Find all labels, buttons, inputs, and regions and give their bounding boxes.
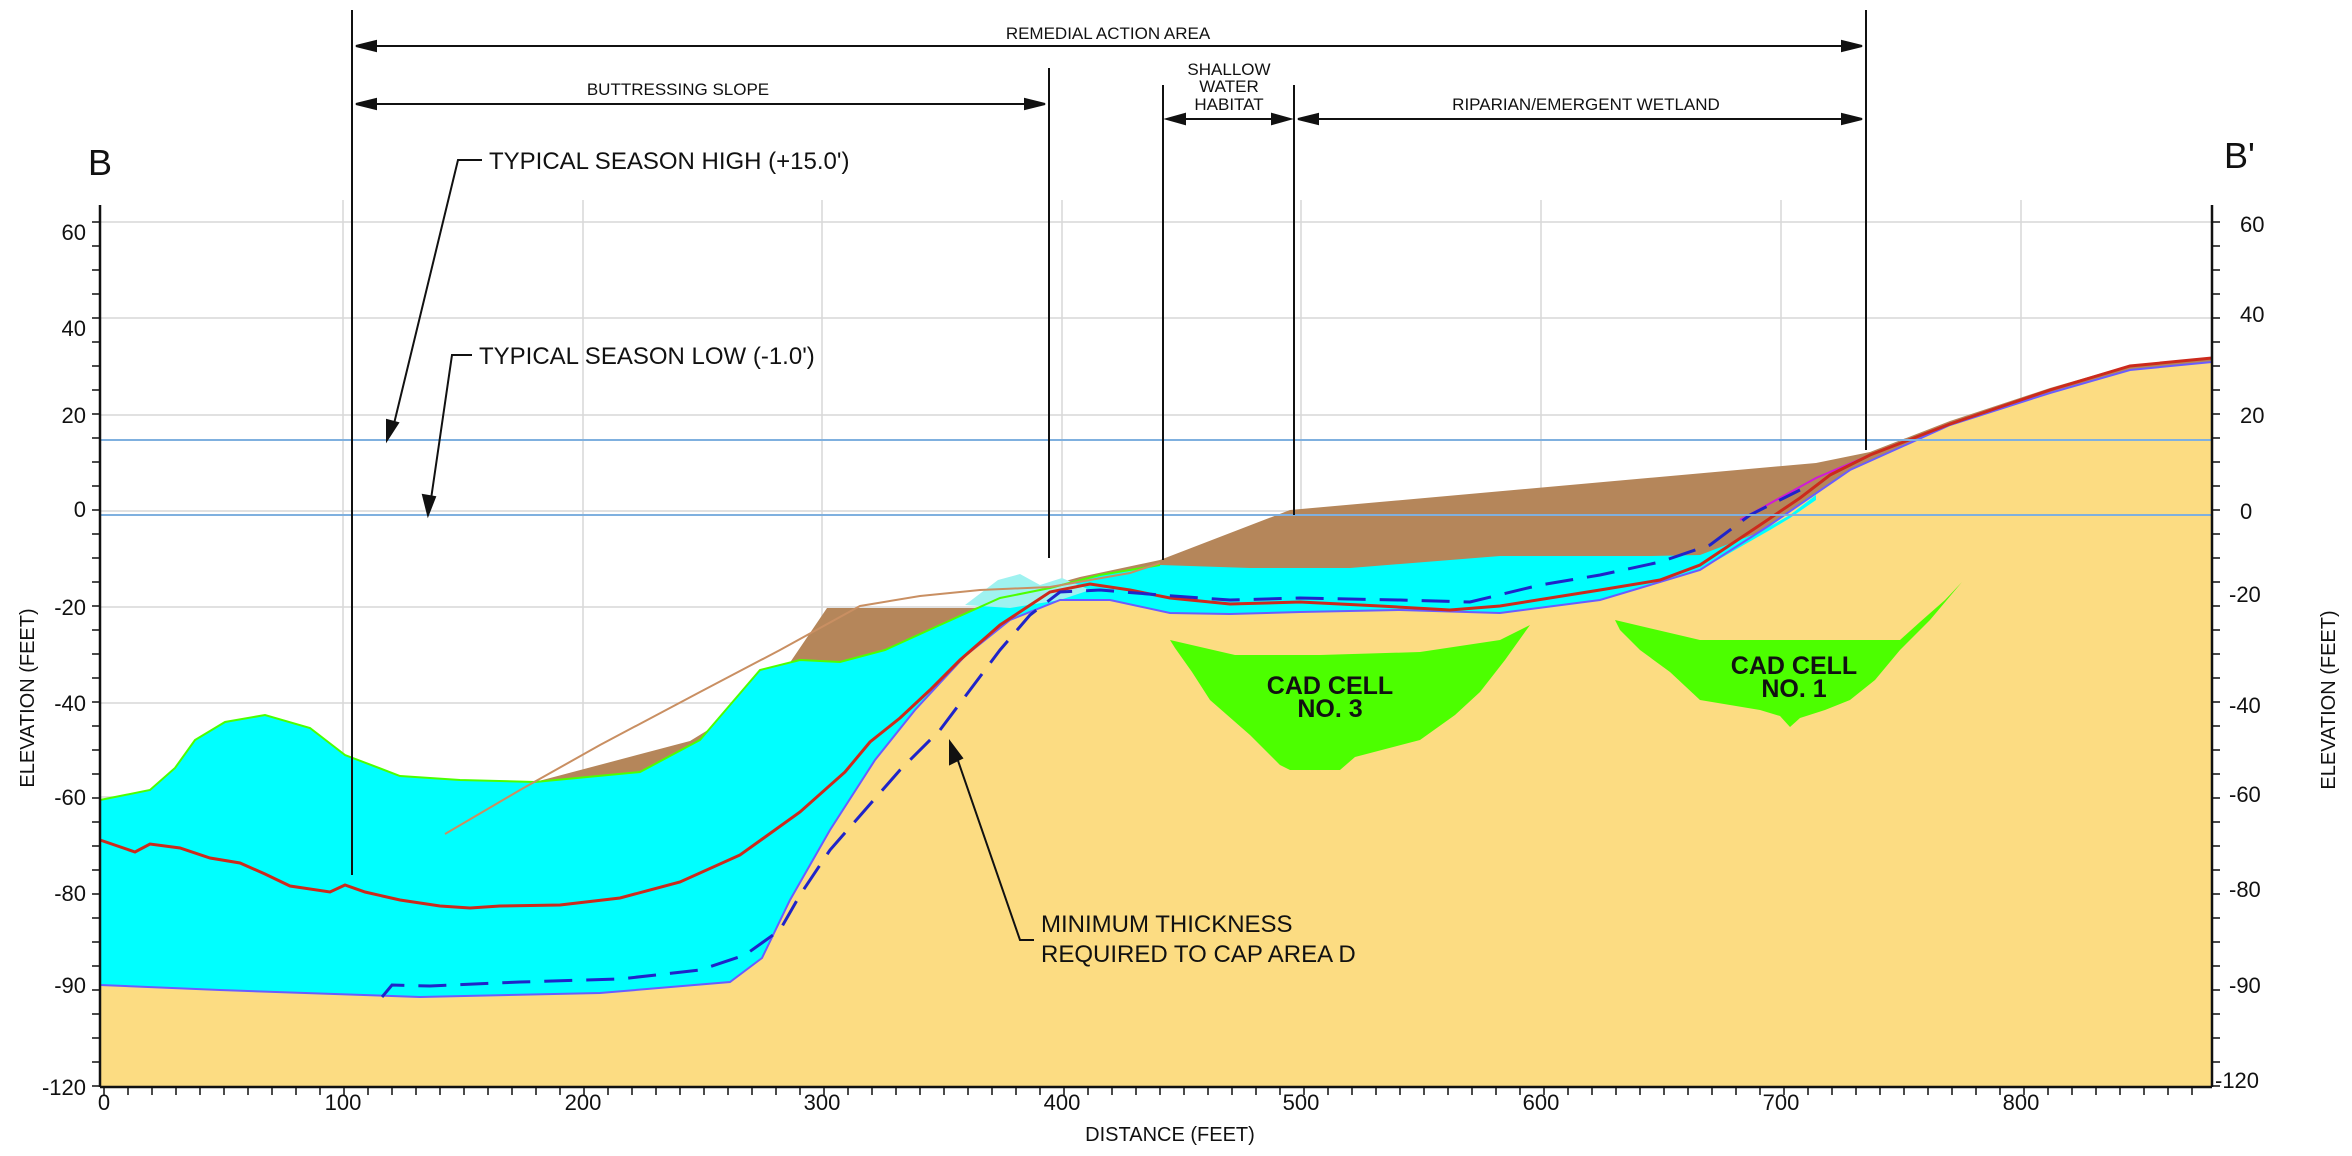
y-tick-right-60: 60 (2240, 212, 2264, 237)
y-tick-left-m80: -80 (54, 881, 86, 906)
shallow-arrow-left (1163, 112, 1186, 126)
axis-minor-ticks (92, 221, 2220, 1095)
mudline-outline (99, 564, 1161, 801)
y-tick-right-m80: -80 (2229, 877, 2261, 902)
shallow-habitat-label-2: WATER (1199, 77, 1259, 96)
y-axis-title-right: ELEVATION (FEET) (2318, 610, 2340, 789)
axis-frame (98, 205, 2214, 1089)
min-thickness-callout-2: REQUIRED TO CAP AREA D (1041, 941, 1356, 968)
right-y-tick-labels: 60 40 20 0 -20 -40 -60 -80 -90 -120 (2215, 212, 2264, 1093)
y-tick-right-0: 0 (2240, 499, 2252, 524)
y-tick-left-m90: -90 (54, 973, 86, 998)
riparian-arrow-right (1841, 112, 1863, 126)
x-tick-500: 500 (1283, 1090, 1320, 1115)
y-tick-left-60: 60 (62, 220, 86, 245)
left-y-tick-labels: 60 40 20 0 -20 -40 -60 -80 -90 -120 (42, 220, 86, 1100)
zone-boundaries (351, 10, 1867, 875)
remedial-arrow-left (355, 39, 377, 53)
y-tick-right-m90: -90 (2229, 973, 2261, 998)
season-low-leader (429, 354, 472, 507)
y-tick-left-m60: -60 (54, 785, 86, 810)
x-axis-title: DISTANCE (FEET) (1085, 1124, 1255, 1146)
shallow-habitat-label-1: SHALLOW (1187, 60, 1270, 79)
remedial-action-label: REMEDIAL ACTION AREA (1006, 24, 1211, 43)
x-tick-800: 800 (2003, 1090, 2040, 1115)
y-tick-right-m40: -40 (2229, 693, 2261, 718)
fill-construction-line (444, 562, 1161, 835)
x-tick-200: 200 (565, 1090, 602, 1115)
y-tick-left-20: 20 (62, 403, 86, 428)
y-tick-right-m20: -20 (2229, 582, 2261, 607)
y-tick-right-40: 40 (2240, 302, 2264, 327)
thickness-boundary-solid (99, 361, 2213, 999)
buttressing-slope-label: BUTTRESSING SLOPE (587, 80, 769, 99)
sediment-layer (100, 362, 2212, 1087)
cad-cell-1 (1615, 582, 1962, 727)
buttressing-arrow-right (1024, 97, 1046, 111)
dimension-lines (355, 39, 1863, 126)
min-thickness-callout-1: MINIMUM THICKNESS (1041, 911, 1293, 938)
riparian-wetland-label: RIPARIAN/EMERGENT WETLAND (1452, 95, 1720, 114)
remedial-arrow-right (1841, 39, 1863, 53)
cad-cell-3 (1170, 625, 1530, 770)
min-thickness-arrowhead (949, 739, 964, 766)
cad-cell-1-label-2: NO. 1 (1761, 675, 1826, 703)
section-end-label: B' (2224, 135, 2255, 176)
season-high-arrowhead (386, 418, 400, 444)
x-tick-600: 600 (1523, 1090, 1560, 1115)
min-thickness-leader (954, 751, 1034, 941)
riparian-arrow-left (1297, 112, 1319, 126)
season-low-callout: TYPICAL SEASON LOW (-1.0') (479, 343, 815, 370)
y-tick-left-m40: -40 (54, 691, 86, 716)
shallow-arrow-right (1271, 112, 1294, 126)
cad-cell-3-label-2: NO. 3 (1297, 695, 1362, 723)
x-tick-labels: 0 100 200 300 400 500 600 700 800 (98, 1090, 2039, 1115)
cap-fill-layer (440, 357, 2212, 995)
shallow-habitat-label-3: HABITAT (1194, 95, 1263, 114)
x-tick-300: 300 (804, 1090, 841, 1115)
cad-cell-3-label-1: CAD CELL (1267, 672, 1393, 700)
water-layer (100, 495, 1816, 997)
y-tick-left-m120: -120 (42, 1075, 86, 1100)
y-tick-left-0: 0 (74, 497, 86, 522)
y-tick-right-20: 20 (2240, 403, 2264, 428)
x-tick-400: 400 (1044, 1090, 1081, 1115)
season-low-arrowhead (421, 493, 437, 519)
y-axis-title-left: ELEVATION (FEET) (17, 608, 39, 787)
cad-cell-1-label-1: CAD CELL (1731, 652, 1857, 680)
y-tick-right-m60: -60 (2229, 782, 2261, 807)
y-tick-left-m20: -20 (54, 595, 86, 620)
season-high-callout: TYPICAL SEASON HIGH (+15.0') (489, 148, 849, 175)
y-tick-right-m120: -120 (2215, 1068, 2259, 1093)
x-tick-100: 100 (325, 1090, 362, 1115)
y-tick-left-40: 40 (62, 316, 86, 341)
section-start-label: B (88, 142, 112, 183)
x-tick-0: 0 (98, 1090, 110, 1115)
leader-lines (386, 159, 1034, 941)
season-high-leader (391, 159, 482, 433)
minimum-thickness-line (380, 488, 1801, 998)
x-tick-700: 700 (1763, 1090, 1800, 1115)
buttressing-arrow-left (355, 97, 377, 111)
sediment-line (99, 356, 2213, 910)
